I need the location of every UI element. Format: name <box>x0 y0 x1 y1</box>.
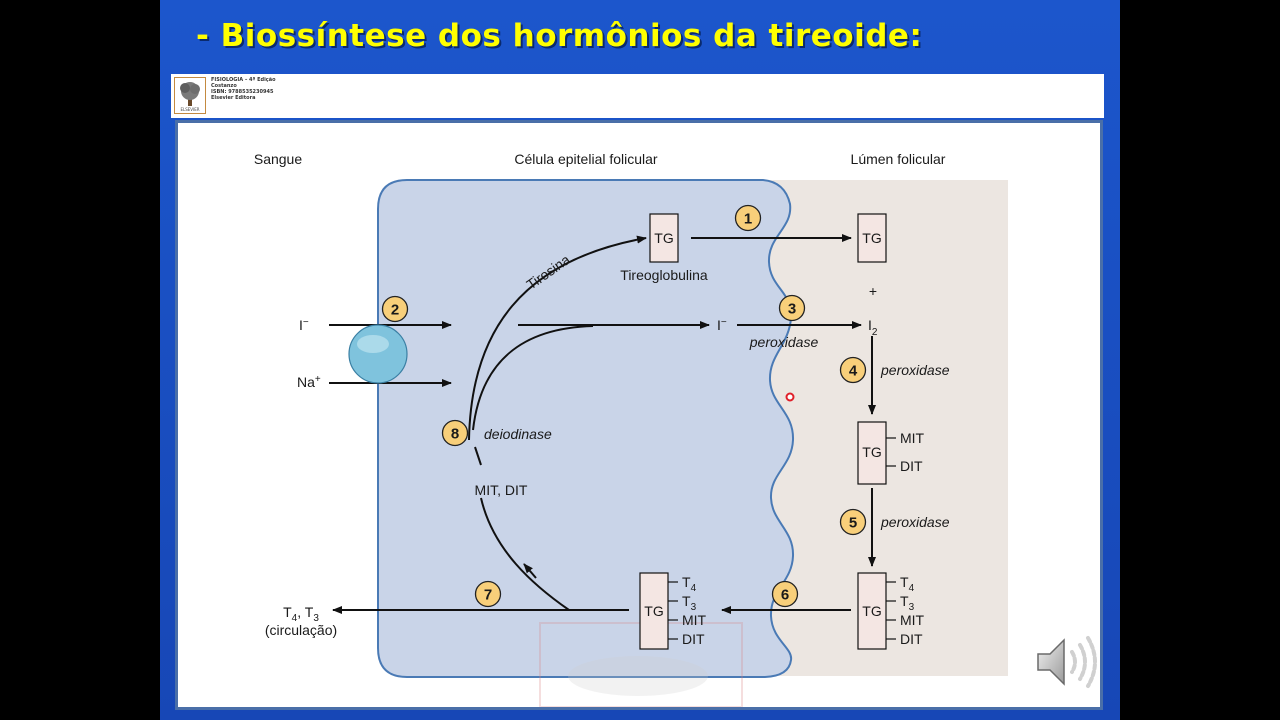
tg-box-cell <box>649 213 679 263</box>
tg-mit-dit-box <box>857 421 887 485</box>
label-output-hormones: T4, T3 <box>283 604 319 624</box>
label-peroxidase-3: peroxidase <box>749 334 819 350</box>
step-5-badge: 5 <box>839 508 867 536</box>
recycle-path-lower <box>480 497 570 611</box>
svg-text:6: 6 <box>781 587 789 604</box>
label-mit: MIT <box>900 612 925 628</box>
label-iodide: I− <box>299 317 309 333</box>
plus-sign: + <box>869 283 877 299</box>
step-6-badge: 6 <box>771 580 799 608</box>
svg-text:1: 1 <box>744 211 752 228</box>
tg-iodinated-box-lumen <box>857 572 887 650</box>
label-deiodinase: deiodinase <box>484 426 552 442</box>
tg-box-lumen <box>857 213 887 263</box>
speaker-icon[interactable] <box>1032 632 1102 692</box>
label-t4: T4 <box>682 574 697 594</box>
slide-title: - Biossíntese dos hormônios da tireoide: <box>196 18 923 54</box>
label-dit: DIT <box>682 631 705 647</box>
nai-symporter <box>348 324 408 384</box>
label-mit: MIT <box>900 430 925 446</box>
svg-text:8: 8 <box>451 426 459 443</box>
laser-pointer <box>785 392 795 402</box>
label-dit: DIT <box>900 631 923 647</box>
label-peroxidase-4: peroxidase <box>880 362 950 378</box>
book-reference-header: ELSEVIER FISIOLOGIA – 4ª Edição Costanzo… <box>171 74 1104 118</box>
label-peroxidase-5: peroxidase <box>880 514 950 530</box>
follicular-cell <box>377 179 795 678</box>
book-info-line: FISIOLOGIA – 4ª Edição <box>211 77 276 83</box>
book-info-line: ISBN: 9788535230945 <box>211 89 274 95</box>
tg-label: TG <box>654 230 673 246</box>
svg-text:4: 4 <box>849 363 858 380</box>
label-cell: Célula epitelial folicular <box>514 151 658 167</box>
svg-text:7: 7 <box>484 587 492 604</box>
step-4-badge: 4 <box>839 356 867 384</box>
tg-label: TG <box>862 230 881 246</box>
label-iodide-apical: I− <box>717 317 727 333</box>
book-info: FISIOLOGIA – 4ª Edição Costanzo ISBN: 97… <box>211 77 276 101</box>
tg-label: TG <box>862 444 881 460</box>
step-2-badge: 2 <box>381 295 409 323</box>
label-iodine: I2 <box>868 317 878 338</box>
svg-text:3: 3 <box>788 301 796 318</box>
label-mit-dit: MIT, DIT <box>475 482 528 498</box>
label-t4: T4 <box>900 574 915 594</box>
svg-text:2: 2 <box>391 302 399 319</box>
step-8-badge: 8 <box>441 419 469 447</box>
label-t3: T3 <box>682 593 697 613</box>
step-7-badge: 7 <box>474 580 502 608</box>
step-3-badge: 3 <box>778 294 806 322</box>
svg-text:5: 5 <box>849 515 857 532</box>
figure-panel: Sangue Célula epitelial folicular Lúmen … <box>175 120 1103 710</box>
book-info-line: Elsevier Editora <box>211 95 256 101</box>
thyroid-hormone-synthesis-diagram: Sangue Célula epitelial folicular Lúmen … <box>254 151 1008 707</box>
tyrosine-arrow <box>468 235 647 441</box>
recycle-arrow <box>523 563 537 579</box>
label-t3: T3 <box>900 593 915 613</box>
label-circulation: (circulação) <box>265 622 337 638</box>
tg-label: TG <box>862 603 881 619</box>
logo-text: ELSEVIER <box>180 107 199 112</box>
tg-label: TG <box>644 603 663 619</box>
label-dit: DIT <box>900 458 923 474</box>
book-info-line: Costanzo <box>211 83 237 89</box>
tg-iodinated-box-cell <box>639 572 669 650</box>
label-lumen: Lúmen folicular <box>851 151 946 167</box>
label-sodium: Na+ <box>297 374 321 390</box>
deiodinase-iodide-path <box>472 325 594 431</box>
label-blood: Sangue <box>254 151 302 167</box>
elsevier-tree-icon: ELSEVIER <box>174 77 206 114</box>
label-thyroglobulin: Tireoglobulina <box>620 267 708 283</box>
label-mit: MIT <box>682 612 707 628</box>
step-1-badge: 1 <box>734 204 762 232</box>
slide: - Biossíntese dos hormônios da tireoide:… <box>160 0 1120 720</box>
